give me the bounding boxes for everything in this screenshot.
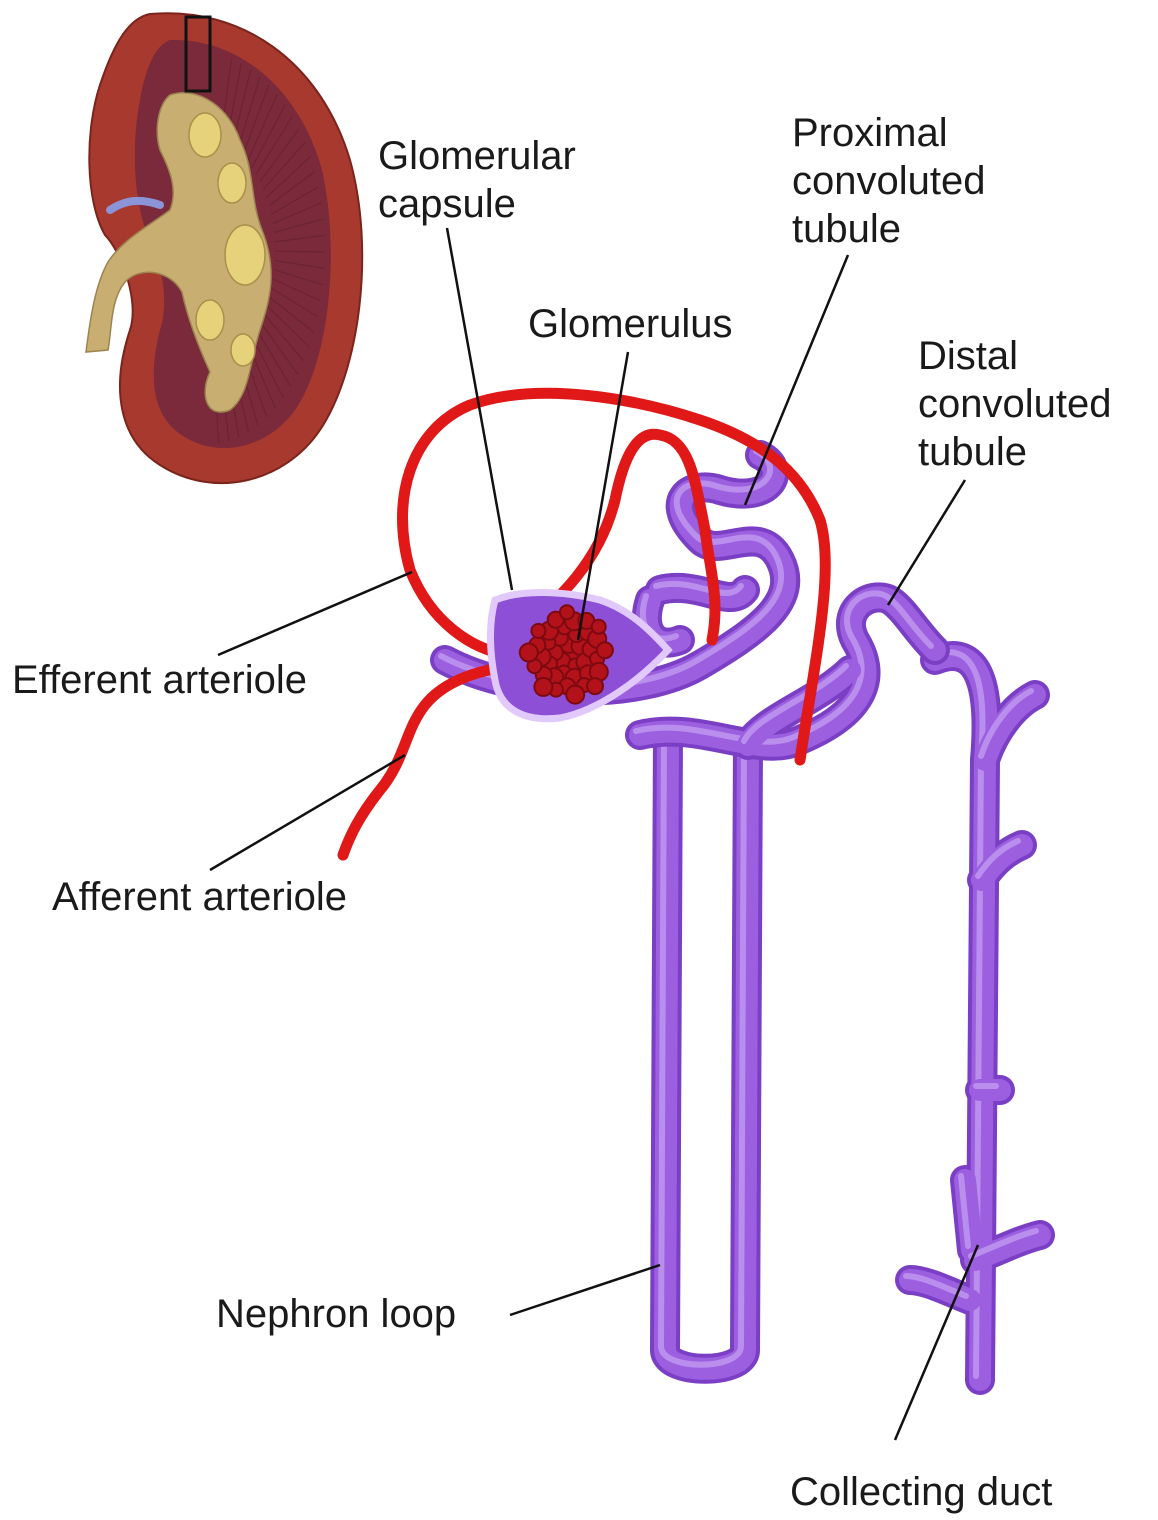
label-glomerular-capsule-line1: Glomerular bbox=[378, 132, 576, 180]
kidney-inset bbox=[86, 13, 362, 483]
leader-proximal-tubule bbox=[745, 255, 848, 505]
minor-calyx bbox=[225, 225, 265, 285]
minor-calyx bbox=[218, 163, 246, 203]
label-efferent-text: Efferent arteriole bbox=[12, 656, 307, 704]
capillary-loop bbox=[597, 642, 613, 658]
collecting-duct bbox=[906, 652, 1040, 1380]
label-efferent-arteriole: Efferent arteriole bbox=[12, 656, 307, 704]
capillary-loop bbox=[520, 644, 538, 662]
label-proximal-line3: tubule bbox=[792, 205, 985, 253]
label-proximal-convoluted-tubule: Proximal convoluted tubule bbox=[792, 109, 985, 253]
label-distal-line2: convoluted bbox=[918, 380, 1111, 428]
efferent-arteriole-vessel bbox=[403, 393, 826, 760]
label-nephron-loop-text: Nephron loop bbox=[216, 1290, 456, 1338]
capillary-loop bbox=[560, 605, 574, 619]
minor-calyx bbox=[231, 334, 255, 366]
leader-efferent-arteriole bbox=[218, 572, 412, 655]
nephron bbox=[343, 393, 1040, 1380]
label-proximal-line1: Proximal bbox=[792, 109, 985, 157]
medullary-striation bbox=[275, 251, 325, 252]
label-glomerulus-text: Glomerulus bbox=[528, 300, 733, 348]
label-glomerulus: Glomerulus bbox=[528, 300, 733, 348]
minor-calyx bbox=[196, 300, 224, 340]
leader-afferent-arteriole bbox=[210, 755, 405, 870]
label-glomerular-capsule-line2: capsule bbox=[378, 180, 576, 228]
label-afferent-text: Afferent arteriole bbox=[52, 873, 347, 921]
capillary-loop bbox=[566, 686, 584, 704]
label-distal-line1: Distal bbox=[918, 332, 1111, 380]
label-collecting-duct-text: Collecting duct bbox=[790, 1468, 1052, 1516]
label-distal-convoluted-tubule: Distal convoluted tubule bbox=[918, 332, 1111, 476]
nephron-loop bbox=[661, 731, 748, 1369]
label-distal-line3: tubule bbox=[918, 428, 1111, 476]
afferent-arteriole-vessel bbox=[343, 665, 515, 855]
capillary-loop bbox=[592, 620, 606, 634]
label-nephron-loop: Nephron loop bbox=[216, 1290, 456, 1338]
minor-calyx bbox=[189, 113, 221, 157]
leader-distal-tubule bbox=[888, 480, 965, 605]
label-afferent-arteriole: Afferent arteriole bbox=[52, 873, 347, 921]
label-proximal-line2: convoluted bbox=[792, 157, 985, 205]
label-collecting-duct: Collecting duct bbox=[790, 1468, 1052, 1516]
capillary-loop bbox=[531, 624, 545, 638]
capillary-loop bbox=[534, 678, 552, 696]
leader-nephron-loop bbox=[510, 1265, 660, 1315]
capillary-loop bbox=[587, 678, 603, 694]
label-glomerular-capsule: Glomerular capsule bbox=[378, 132, 576, 228]
